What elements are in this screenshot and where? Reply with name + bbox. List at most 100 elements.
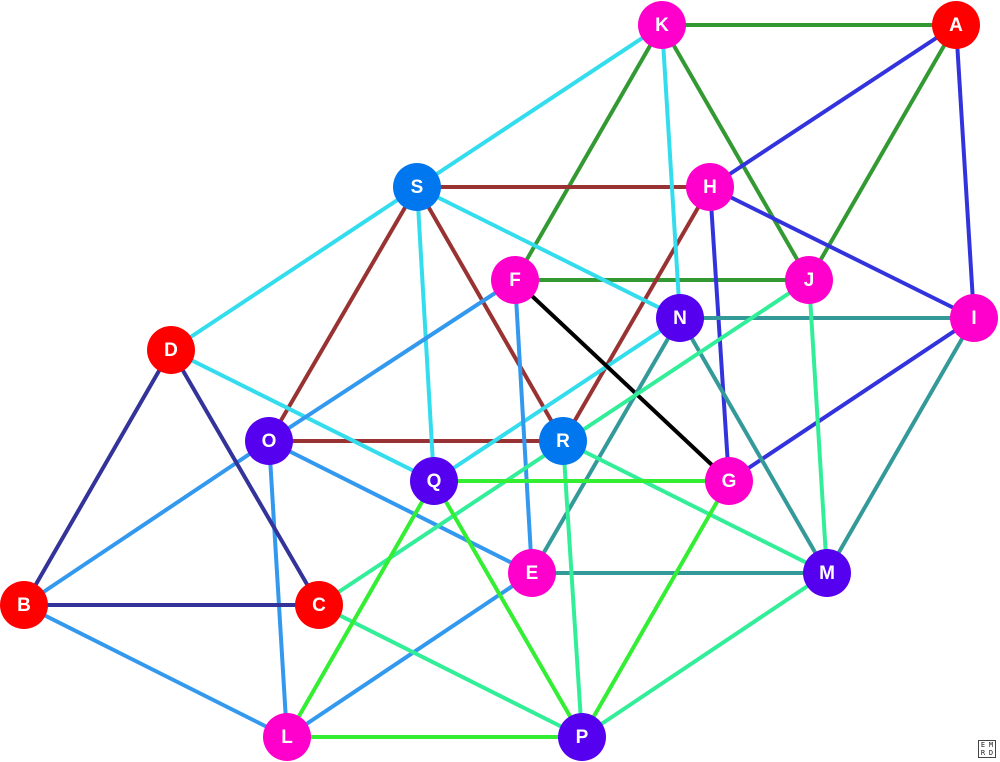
edge-d-c (169, 348, 321, 607)
node-label: I (971, 308, 976, 329)
edge-k-n (660, 23, 682, 320)
edge-h-i (708, 185, 976, 320)
edge-k-f (513, 23, 664, 282)
node-c: C (295, 581, 343, 629)
node-circle (932, 1, 980, 49)
node-l: L (263, 713, 311, 761)
node-circle (295, 581, 343, 629)
node-o: O (245, 417, 293, 465)
edge-s-r (415, 185, 565, 443)
node-j: J (785, 256, 833, 304)
node-n: N (656, 294, 704, 342)
node-label: P (576, 727, 589, 748)
node-label: A (949, 15, 963, 36)
node-s: S (393, 163, 441, 211)
node-circle (539, 417, 587, 465)
edge-r-p (561, 439, 584, 739)
edge-s-o (267, 185, 419, 443)
node-circle (0, 581, 48, 629)
node-label: G (722, 471, 737, 492)
edge-r-m (561, 439, 829, 575)
node-label: M (819, 563, 835, 584)
edge-h-r (561, 185, 712, 443)
node-label: K (655, 15, 669, 36)
node-circle (147, 326, 195, 374)
edge-f-g (513, 278, 731, 483)
edge-f-o (267, 278, 517, 443)
edge-n-e (530, 316, 682, 575)
node-g: G (705, 457, 753, 505)
node-circle (705, 457, 753, 505)
node-circle (950, 294, 998, 342)
node-label: S (411, 177, 424, 198)
edge-q-p (432, 479, 584, 739)
edge-k-s (415, 23, 664, 189)
edge-g-p (580, 479, 731, 739)
corner-logo: E M R D (978, 740, 996, 758)
node-d: D (147, 326, 195, 374)
logo-letter: E (980, 741, 986, 749)
logo-letter: R (980, 749, 986, 757)
node-label: J (804, 270, 815, 291)
node-h: H (686, 163, 734, 211)
edge-n-q (432, 316, 682, 483)
edge-i-g (727, 316, 976, 483)
node-circle (656, 294, 704, 342)
node-circle (785, 256, 833, 304)
node-label: N (673, 308, 687, 329)
edge-h-g (708, 185, 731, 483)
node-circle (491, 256, 539, 304)
edge-k-j (660, 23, 811, 282)
node-circle (508, 549, 556, 597)
edge-i-m (825, 316, 976, 575)
edge-o-l (267, 439, 289, 739)
edge-d-b (22, 348, 173, 607)
logo-letter: M (988, 741, 994, 749)
node-label: L (281, 727, 293, 748)
node-f: F (491, 256, 539, 304)
edge-s-q (415, 185, 436, 483)
edge-e-l (285, 571, 534, 739)
node-label: Q (427, 471, 442, 492)
node-label: C (312, 595, 326, 616)
node-circle (558, 713, 606, 761)
edge-d-q (169, 348, 436, 483)
node-circle (245, 417, 293, 465)
node-q: Q (410, 457, 458, 505)
node-label: B (17, 595, 31, 616)
node-e: E (508, 549, 556, 597)
edge-f-e (513, 278, 534, 575)
edge-a-i (954, 23, 976, 320)
node-circle (803, 549, 851, 597)
node-label: D (164, 340, 178, 361)
node-circle (263, 713, 311, 761)
edge-a-j (807, 23, 958, 282)
node-r: R (539, 417, 587, 465)
node-circle (686, 163, 734, 211)
node-b: B (0, 581, 48, 629)
node-m: M (803, 549, 851, 597)
edges-layer (22, 23, 976, 739)
node-label: R (556, 431, 570, 452)
edge-s-n (415, 185, 682, 320)
edge-j-m (807, 278, 829, 575)
edge-a-h (708, 23, 958, 189)
node-circle (393, 163, 441, 211)
edge-b-l (22, 603, 289, 739)
edge-o-e (267, 439, 534, 575)
node-circle (638, 1, 686, 49)
edge-n-m (678, 316, 829, 575)
logo-letter: D (988, 749, 994, 757)
node-p: P (558, 713, 606, 761)
node-i: I (950, 294, 998, 342)
node-label: H (703, 177, 717, 198)
node-a: A (932, 1, 980, 49)
edge-c-p (317, 603, 584, 739)
node-label: F (509, 270, 521, 291)
node-circle (410, 457, 458, 505)
edge-m-p (580, 571, 829, 739)
node-label: O (262, 431, 277, 452)
node-label: E (526, 563, 539, 584)
